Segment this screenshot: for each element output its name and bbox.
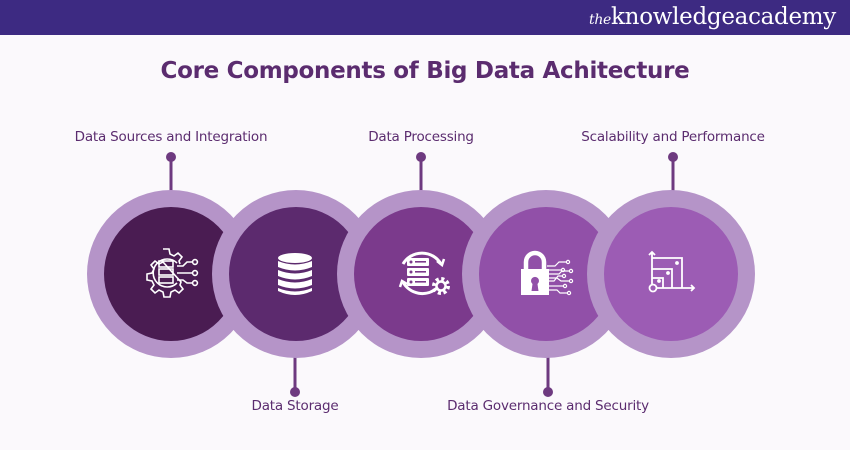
connector-dot-data-governance — [543, 387, 553, 397]
label-scalability: Scalability and Performance — [581, 129, 765, 145]
connector-dot-data-storage — [290, 387, 300, 397]
page-title: Core Components of Big Data Achitecture — [160, 58, 690, 84]
label-data-governance: Data Governance and Security — [447, 398, 649, 414]
connector-data-governance — [546, 357, 550, 392]
connector-dot-scalability — [668, 152, 678, 162]
padlock-circuit-icon — [517, 248, 577, 304]
connector-data-processing — [419, 157, 423, 191]
server-sync-gear-icon — [393, 248, 453, 304]
connector-dot-data-processing — [416, 152, 426, 162]
connector-scalability — [671, 157, 675, 191]
connector-data-storage — [293, 357, 297, 392]
brand-name: knowledgeacademy — [611, 4, 836, 30]
brand-logo: theknowledgeacademy — [589, 3, 836, 34]
header-bar: theknowledgeacademy — [0, 0, 850, 35]
brand-the: the — [589, 12, 612, 28]
label-data-storage: Data Storage — [251, 398, 339, 414]
scaling-chart-icon — [648, 250, 696, 300]
label-data-processing: Data Processing — [368, 129, 474, 145]
connector-data-sources — [169, 157, 173, 191]
connector-dot-data-sources — [166, 152, 176, 162]
label-data-sources: Data Sources and Integration — [74, 129, 268, 145]
gear-server-network-icon — [139, 246, 201, 304]
circle-scalability — [604, 207, 738, 341]
database-icon — [277, 252, 313, 300]
